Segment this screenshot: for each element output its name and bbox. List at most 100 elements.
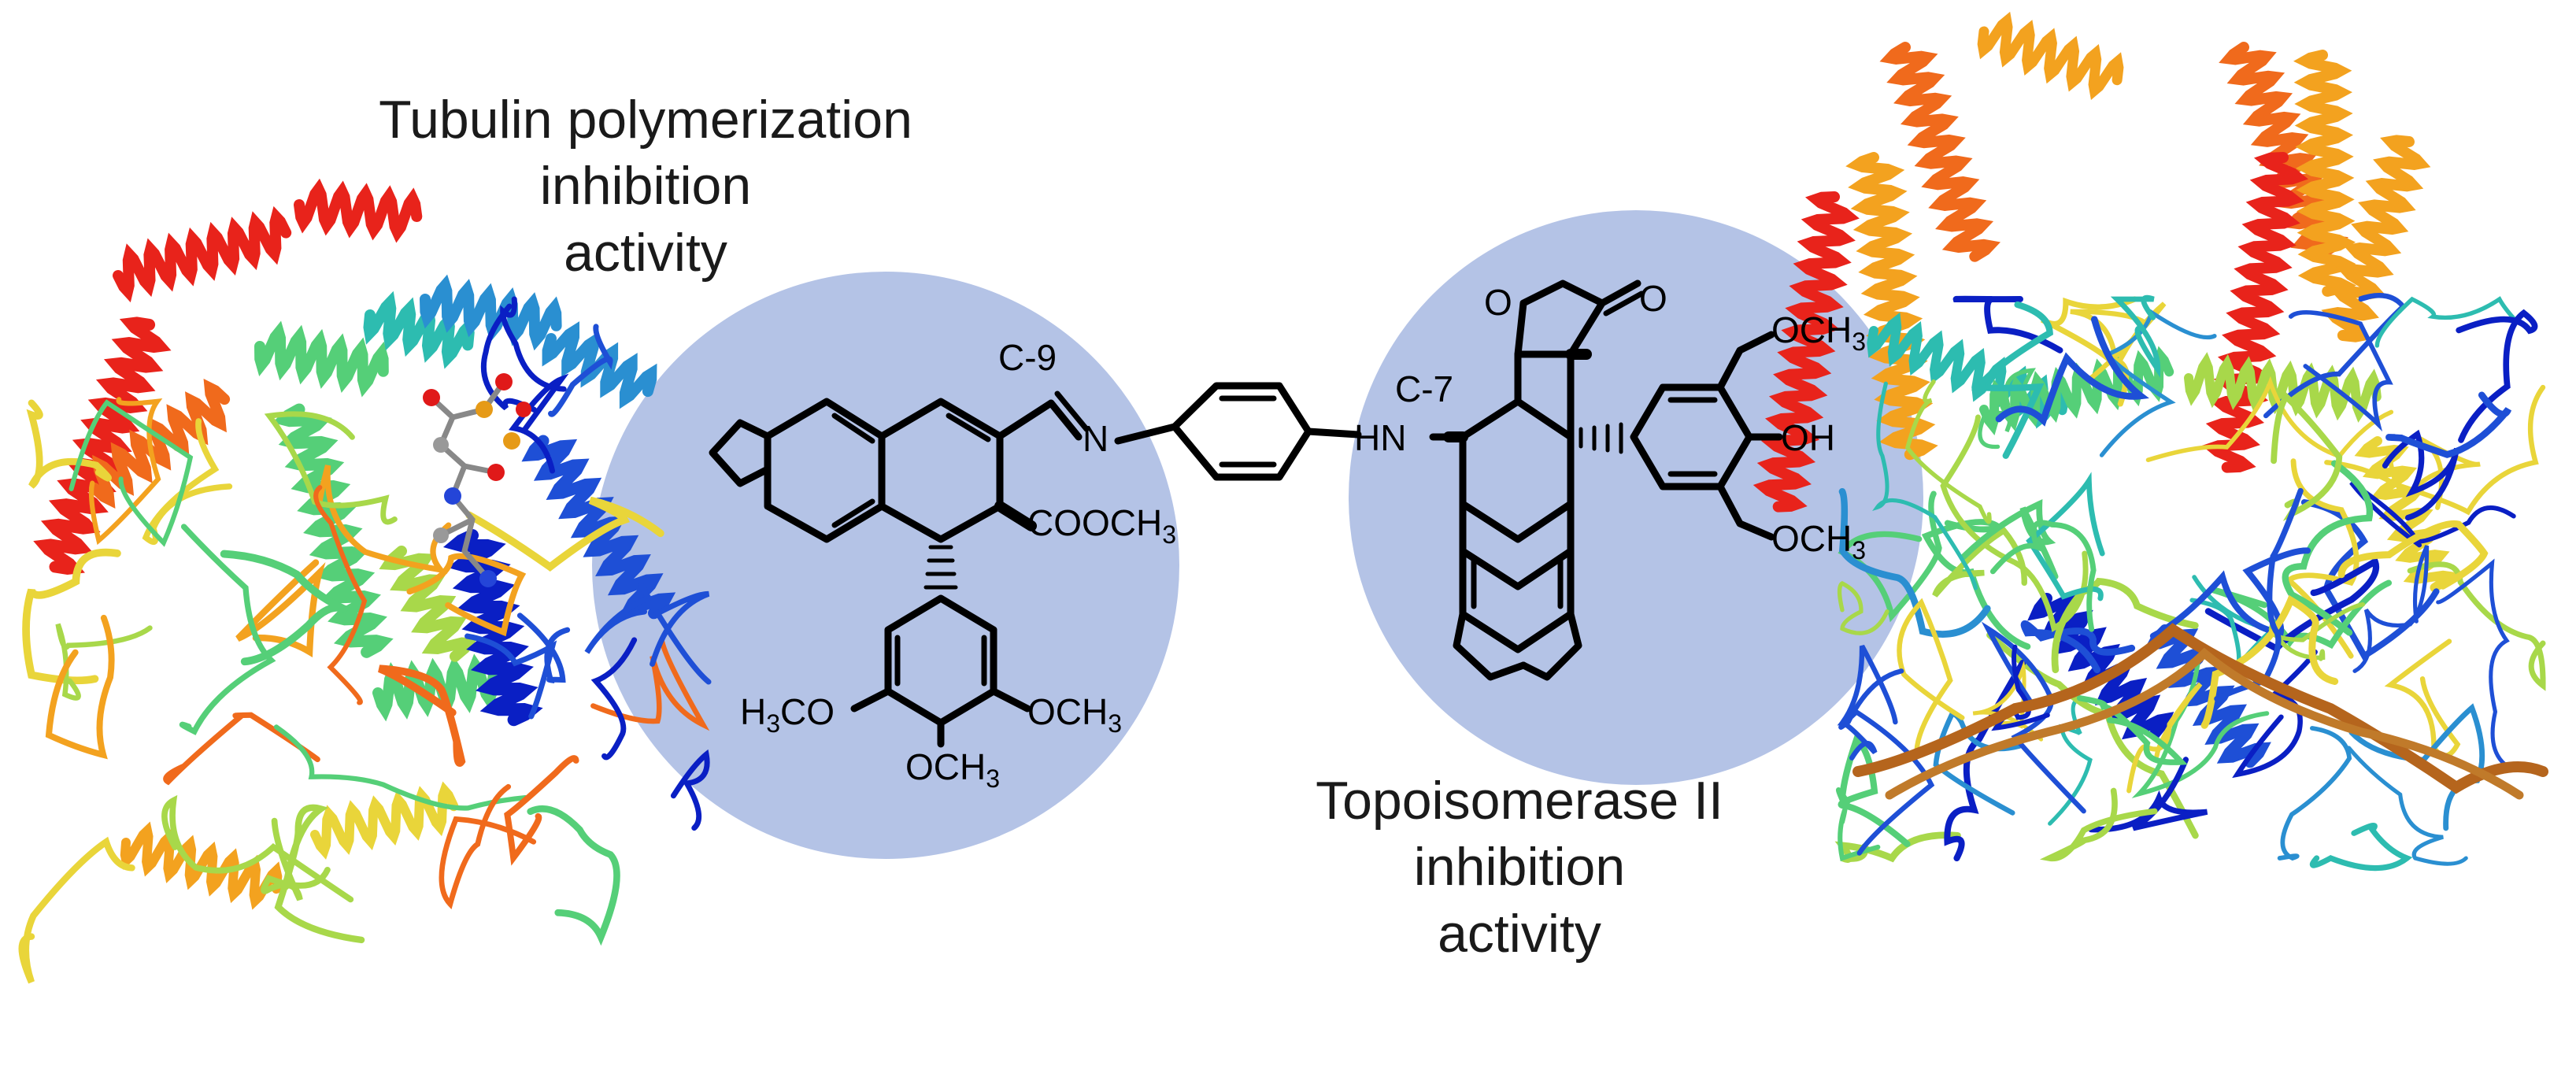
coil-ribbon: [261, 817, 331, 901]
coil-ribbon: [2347, 746, 2468, 866]
helix-ribbon: [1879, 42, 2000, 262]
coil-ribbon: [2384, 638, 2461, 758]
coil-ribbon: [1837, 644, 1898, 761]
tubulin-label-line-3: activity: [564, 222, 727, 283]
coil-ribbon: [2309, 823, 2413, 872]
hashed-bond-left: [923, 545, 958, 590]
topo-label-line-1: Topoisomerase II: [1316, 771, 1723, 831]
coil-ribbon: [1995, 316, 2149, 427]
helix-ribbon: [310, 781, 459, 860]
dioxole-ring-left: [709, 419, 772, 487]
coil-ribbon: [1852, 623, 2548, 794]
coil-ribbon: [670, 749, 710, 831]
coil-ribbon: [2145, 376, 2394, 462]
helix-ribbon: [420, 274, 562, 351]
coil-ribbon: [316, 465, 452, 574]
dioxole-ring-bottom: [1453, 610, 1527, 681]
coil-ribbon: [26, 399, 112, 489]
carbonyl-o-label: O: [1639, 278, 1667, 319]
coil-ribbon: [548, 324, 613, 417]
helix-ribbon: [521, 435, 676, 620]
coil-ribbon: [2020, 620, 2136, 674]
coil-ribbon: [509, 373, 569, 474]
coil-ribbon: [2076, 695, 2188, 765]
coil-ribbon: [650, 590, 712, 685]
coil-ribbon: [1838, 487, 1991, 638]
coil-ribbon: [45, 614, 115, 760]
coil-ribbon: [22, 548, 121, 685]
helix-ribbon: [363, 291, 475, 369]
coil-ribbon: [590, 637, 638, 761]
coil-ribbon: [2374, 296, 2519, 348]
chemical-structure: [709, 279, 1783, 748]
helix-ribbon: [1977, 11, 2124, 100]
lactone-ring: [1514, 279, 1606, 358]
coil-ribbon: [2352, 545, 2430, 673]
coil-ribbon: [1872, 381, 1978, 590]
ester-wedge: [994, 501, 1037, 531]
ring-b: [878, 398, 1004, 543]
tubulin-binding-circle: [592, 272, 1179, 859]
helix-ribbon: [2293, 50, 2357, 297]
coil-ribbon: [2211, 579, 2393, 650]
coil-ribbon: [504, 755, 579, 866]
helix-ribbon: [1752, 191, 1860, 513]
coil-ribbon: [1885, 647, 2524, 800]
tubulin-label-line-2: inhibition: [539, 156, 752, 217]
coil-ribbon: [1897, 598, 1965, 753]
coil-ribbon: [2385, 391, 2512, 458]
coil-ribbon: [2126, 682, 2203, 794]
imine-bond: [996, 399, 1083, 441]
coil-ribbon: [163, 712, 320, 786]
bottom-right-methoxy-label: OCH3: [1771, 518, 1866, 564]
tubulin-label-line-1: Tubulin polymerization: [379, 90, 912, 150]
ligand-ball-and-stick: [423, 373, 531, 587]
coil-ribbon: [1932, 527, 2027, 598]
coil-ribbon: [527, 805, 620, 946]
topoisomerase-protein-structure: [1752, 11, 2548, 872]
coil-ribbon: [2288, 309, 2393, 432]
topo-label-line-3: activity: [1438, 903, 1601, 964]
coil-ribbon: [88, 397, 163, 546]
coil-ribbon: [439, 783, 537, 909]
coil-ribbon: [480, 303, 538, 413]
coil-ribbon: [2039, 787, 2158, 862]
coil-ribbon: [18, 836, 135, 984]
coil-ribbon: [378, 664, 466, 767]
left-methoxy-label: H3CO: [740, 691, 835, 738]
coil-ribbon: [2110, 294, 2161, 378]
coil-ribbon: [1952, 295, 2063, 353]
coil-ribbon: [161, 794, 354, 903]
helix-ribbon: [33, 316, 172, 575]
coil-ribbon: [1978, 368, 2036, 450]
helix-ribbon: [254, 320, 389, 398]
coil-ribbon: [1904, 379, 1992, 524]
coil-ribbon: [2277, 726, 2352, 861]
coil-ribbon: [1838, 668, 1935, 856]
coil-ribbon: [68, 399, 194, 547]
coil-ribbon: [2051, 577, 2199, 674]
right-methoxy-label: OCH3: [1027, 691, 1122, 738]
coil-ribbon: [2337, 520, 2489, 590]
tubulin-activity-label: Tubulin polymerization inhibition activi…: [339, 87, 953, 286]
ring-d: [1459, 500, 1575, 590]
coil-ribbon: [2324, 384, 2546, 516]
helix-ribbon: [2201, 152, 2308, 473]
c9-label: C-9: [998, 337, 1057, 378]
coil-ribbon: [2149, 547, 2311, 639]
coil-ribbon: [264, 411, 398, 525]
c7-label: C-7: [1395, 368, 1453, 409]
coil-ribbon: [2282, 460, 2374, 636]
amine-hn-label: HN: [1354, 417, 1406, 458]
coil-ribbon: [179, 524, 276, 735]
coil-ribbon: [220, 550, 350, 666]
helix-ribbon: [1845, 152, 1938, 461]
coil-ribbon: [2407, 561, 2546, 691]
coil-ribbon: [2204, 557, 2379, 653]
coil-ribbon: [1944, 659, 2026, 862]
coil-ribbon: [500, 296, 567, 392]
helix-ribbon: [2321, 135, 2431, 342]
helix-ribbon: [89, 378, 231, 509]
coil-ribbon: [2232, 649, 2318, 779]
